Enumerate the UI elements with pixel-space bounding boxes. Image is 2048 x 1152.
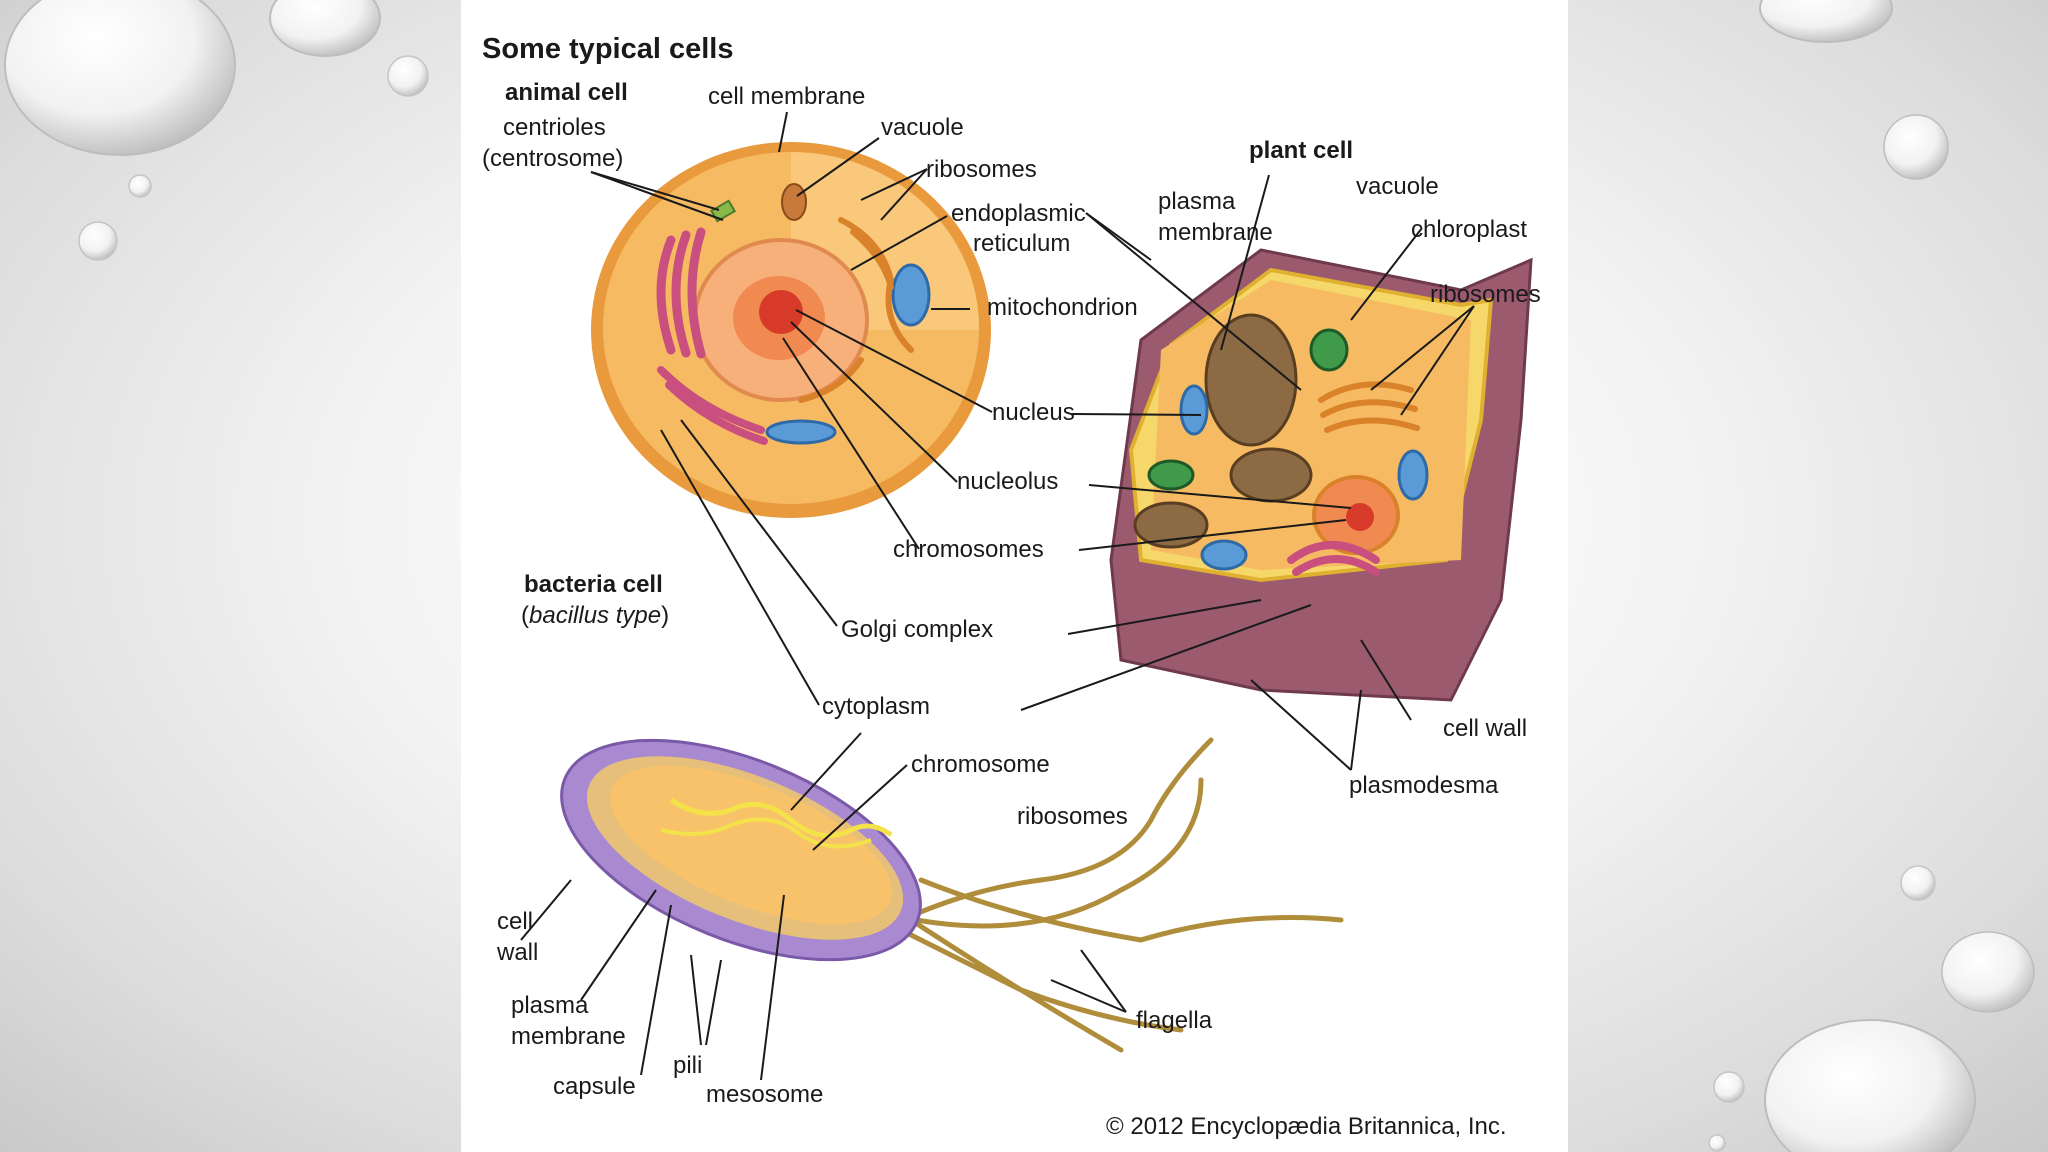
label-plant-plasma-line2: membrane <box>1158 219 1273 246</box>
droplet <box>1764 1019 1976 1152</box>
leader-line <box>580 889 657 1001</box>
droplet <box>1759 0 1893 43</box>
leader-line <box>1067 599 1262 635</box>
leader-line <box>1400 305 1475 416</box>
leader-line <box>860 168 928 201</box>
leader-line <box>850 215 948 271</box>
bacteria-cell-heading: bacteria cell <box>524 571 663 598</box>
leader-line <box>795 309 993 413</box>
label-animal-ribosomes: ribosomes <box>926 156 1037 183</box>
label-nucleus: nucleus <box>992 399 1075 426</box>
bacteria-cell-illustration <box>560 737 1344 1053</box>
leader-line <box>640 904 672 1076</box>
label-capsule: capsule <box>553 1073 636 1100</box>
label-er-line2: reticulum <box>973 230 1071 257</box>
bacteria-type-label: (bacillus type) <box>521 601 669 631</box>
leader-line <box>1350 689 1362 771</box>
label-bacteria-plasma-line1: plasma <box>511 992 589 1019</box>
label-plasmodesma: plasmodesma <box>1349 772 1499 799</box>
label-centrosome: (centrosome) <box>482 145 624 172</box>
animal-cell-heading: animal cell <box>505 79 628 106</box>
label-flagella: flagella <box>1136 1007 1213 1034</box>
label-chloroplast: chloroplast <box>1411 216 1528 243</box>
label-bacteria-cell-line1: cell <box>497 908 534 935</box>
label-bacteria-cell-line2: wall <box>497 939 539 966</box>
droplet <box>1708 1134 1726 1152</box>
leader-line <box>790 321 958 483</box>
leader-line <box>1080 949 1127 1013</box>
label-golgi-complex: Golgi complex <box>841 616 994 643</box>
label-plant-ribosomes: ribosomes <box>1430 281 1541 308</box>
label-mitochondrion: mitochondrion <box>987 294 1138 321</box>
leader-line <box>1050 979 1127 1013</box>
leader-line <box>1085 212 1302 391</box>
leader-line <box>1020 604 1312 711</box>
leader-line <box>778 111 788 153</box>
label-bacteria-plasma-line2: membrane <box>511 1023 626 1050</box>
droplet <box>4 0 236 156</box>
droplet <box>1900 865 1936 901</box>
label-plant-vacuole: vacuole <box>1356 173 1439 200</box>
leader-lines <box>520 111 1475 1081</box>
leader-line <box>590 171 724 221</box>
label-cell-wall: cell wall <box>1443 715 1528 742</box>
leader-line <box>790 732 862 811</box>
leader-line <box>880 168 928 221</box>
leader-line <box>1220 174 1270 351</box>
label-er-line1: endoplasmic <box>951 200 1086 227</box>
leader-line <box>690 954 702 1046</box>
label-pili: pili <box>673 1052 703 1079</box>
droplet <box>269 0 381 57</box>
leader-line <box>1088 484 1352 509</box>
bacteria-type-close: ) <box>661 602 670 629</box>
label-mesosome: mesosome <box>706 1081 824 1108</box>
label-cell-membrane: cell membrane <box>708 83 866 110</box>
leader-line <box>1078 519 1347 551</box>
bacteria-type-open: ( <box>521 602 529 629</box>
leader-line <box>812 764 908 851</box>
bacteria-type-text: bacillus type <box>529 602 662 629</box>
leader-line <box>1350 227 1423 321</box>
label-chromosome: chromosome <box>911 751 1050 778</box>
label-chromosomes: chromosomes <box>893 536 1044 563</box>
diagram-panel: Some typical cells animal cell centriole… <box>461 0 1568 1152</box>
diagram-title: Some typical cells <box>482 33 734 65</box>
leader-line <box>680 419 838 627</box>
leader-line <box>760 894 785 1081</box>
leader-line <box>520 879 572 941</box>
copyright-credit: © 2012 Encyclopædia Britannica, Inc. <box>1106 1113 1507 1140</box>
label-nucleolus: nucleolus <box>957 468 1059 495</box>
animal-cell-illustration <box>591 142 991 518</box>
leader-line <box>660 429 820 706</box>
label-plant-plasma-line1: plasma <box>1158 188 1236 215</box>
droplet <box>1941 931 2035 1013</box>
leader-line <box>1360 639 1412 721</box>
label-animal-vacuole: vacuole <box>881 114 964 141</box>
droplet <box>1713 1071 1745 1103</box>
leader-line <box>782 337 920 550</box>
droplet <box>128 174 152 198</box>
leader-line <box>590 171 720 211</box>
label-cytoplasm: cytoplasm <box>822 693 931 720</box>
leader-line <box>1071 413 1202 416</box>
leader-line <box>796 137 880 197</box>
droplet <box>387 55 429 97</box>
leader-line <box>705 959 722 1046</box>
droplet <box>78 221 118 261</box>
label-bacteria-ribosomes: ribosomes <box>1017 803 1128 830</box>
droplet <box>1883 114 1949 180</box>
label-centrioles: centrioles <box>503 114 606 141</box>
plant-cell-heading: plant cell <box>1249 137 1354 164</box>
leader-line <box>1370 305 1475 391</box>
leader-line <box>1250 679 1352 771</box>
